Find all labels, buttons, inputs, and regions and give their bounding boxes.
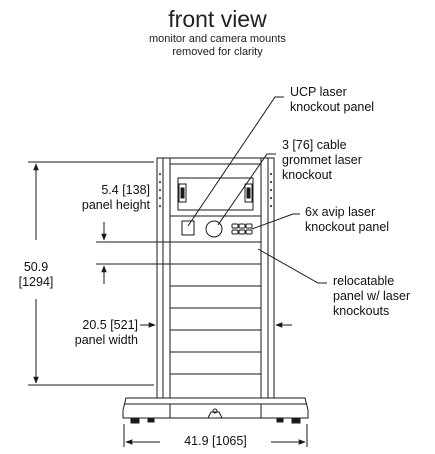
relocatable-panels bbox=[169, 241, 262, 399]
avip-knockouts bbox=[231, 223, 253, 235]
tower-base bbox=[122, 397, 309, 424]
diagram-title: front view bbox=[168, 6, 267, 32]
rail-holes bbox=[159, 173, 272, 207]
relocatable-callout-line1: relocatable bbox=[333, 274, 395, 288]
panel-width-label: panel width bbox=[74, 333, 138, 347]
panel-height-dimension bbox=[96, 222, 172, 284]
base-width-dimension bbox=[123, 424, 308, 447]
leader-relocatable bbox=[257, 248, 327, 284]
grommet-callout-line3: knockout bbox=[282, 168, 333, 182]
grommet-callout-line1: 3 [76] cable bbox=[282, 138, 347, 152]
avip-callout-line1: 6x avip laser bbox=[305, 205, 376, 219]
avip-callout-line2: knockout panel bbox=[305, 220, 390, 234]
ucp-callout-line1: UCP laser bbox=[290, 85, 347, 99]
cable-grommet-knockout bbox=[205, 220, 223, 238]
leader-ucp bbox=[187, 96, 284, 227]
ucp-callout-line2: knockout panel bbox=[290, 100, 375, 114]
panel-height-value: 5.4 [138] bbox=[101, 183, 150, 197]
grommet-callout-line2: grommet laser bbox=[282, 153, 362, 167]
overall-height-dimension bbox=[28, 161, 154, 386]
base-width-value: 41.9 [1065] bbox=[184, 434, 247, 448]
tower-frame bbox=[156, 157, 275, 399]
ucp-knockout bbox=[181, 220, 195, 236]
relocatable-callout-line2: panel w/ laser bbox=[333, 289, 411, 303]
panel-height-label: panel height bbox=[81, 198, 150, 212]
leader-avip bbox=[251, 213, 300, 230]
panel-width-dimension bbox=[140, 318, 292, 332]
relocatable-callout-line3: knockouts bbox=[333, 304, 390, 318]
diagram-subtitle-line2: removed for clarity bbox=[172, 46, 263, 58]
diagram-subtitle-line1: monitor and camera mounts bbox=[149, 33, 286, 45]
panel-width-value: 20.5 [521] bbox=[82, 318, 138, 332]
overall-height-value: 50.9 bbox=[23, 260, 49, 274]
knockout-panel bbox=[169, 215, 262, 243]
leader-grommet bbox=[217, 153, 276, 226]
overall-height-mm: [1294] bbox=[18, 275, 54, 289]
